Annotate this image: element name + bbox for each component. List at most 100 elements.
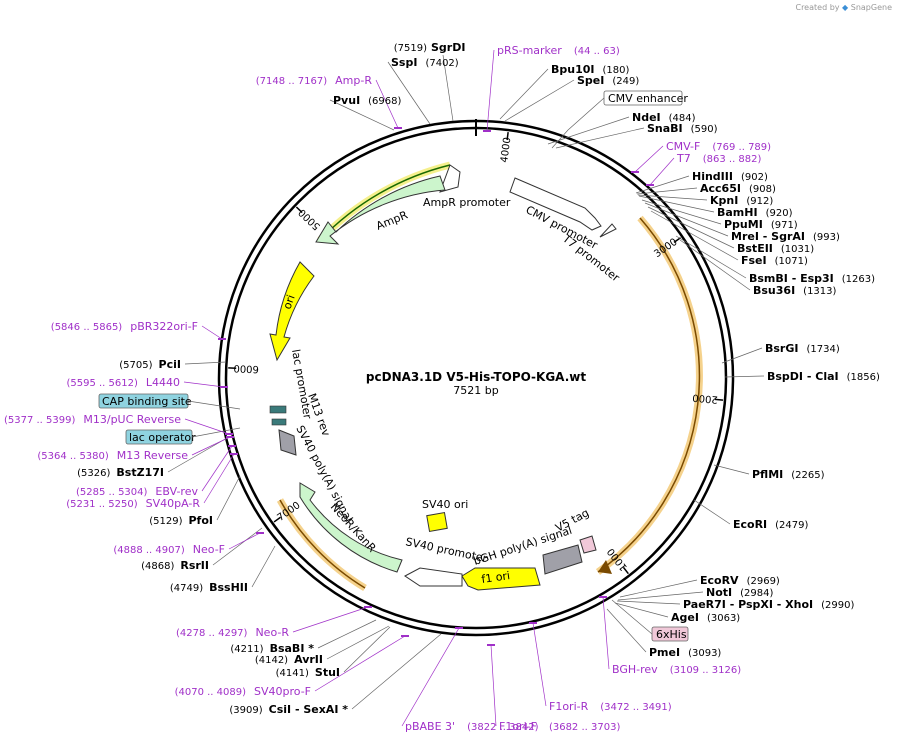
site-name: SnaBI [647, 122, 683, 135]
site-sspi: SspI(7402) [391, 56, 459, 69]
orf-arc [597, 217, 701, 573]
site-name: NotI [706, 586, 732, 599]
ampr-promoter-arrow [439, 164, 461, 193]
tick-7000 [273, 516, 281, 523]
site-pvui: PvuI(6968) [333, 94, 402, 107]
feature-label-amprpromoter: AmpR promoter [423, 196, 511, 209]
site-leader [329, 99, 395, 131]
primer-range: (5377 .. 5399) [4, 415, 76, 426]
site-name: BsmBI - Esp3I [749, 272, 834, 285]
site-leader [679, 239, 751, 291]
site-position: (902) [741, 172, 768, 183]
site-name: BspDI - ClaI [767, 370, 839, 383]
primer-range: (7148 .. 7167) [256, 76, 328, 87]
primer-leader [401, 627, 460, 727]
site-position: (4211) [230, 644, 263, 655]
site-position: (993) [813, 232, 840, 243]
site-leader [216, 475, 241, 521]
leader-lines [167, 49, 765, 727]
primer-leader [292, 606, 369, 633]
primer-name: T7 [676, 152, 691, 165]
site-csii-sexai: CsiI - SexAI *(3909) [229, 703, 348, 716]
site-ppumi: PpuMI(971) [724, 218, 798, 231]
site-position: (920) [766, 208, 793, 219]
primer-name: EBV-rev [155, 485, 198, 498]
primer-range: (5595 .. 5612) [66, 378, 138, 389]
site-leader [619, 579, 698, 598]
boxed-lac-operator-label: lac operator [129, 431, 196, 444]
primer-l4440: L4440(5595 .. 5612) [66, 376, 180, 389]
site-position: (1734) [806, 344, 839, 355]
site-pmei: PmeI(3093) [649, 646, 721, 659]
site-leader [614, 602, 669, 618]
primer-range: (4888 .. 4907) [113, 545, 185, 556]
boxed-lac-operator: lac operator [125, 427, 241, 445]
site-name: BamHI [717, 206, 758, 219]
site-snabi: SnaBI (590) [647, 122, 718, 135]
site-bsabi: BsaBI *(4211) [230, 642, 314, 655]
primer-range: (5285 .. 5304) [76, 487, 148, 498]
site-name: PpuMI [724, 218, 763, 231]
site-name: PfoI [189, 514, 214, 527]
primer-name: Neo-F [193, 543, 225, 556]
ori-arrow [269, 261, 315, 362]
site-pfoi: PfoI(5129) [149, 514, 213, 527]
site-leader [167, 437, 228, 473]
primer-name: BGH-rev [612, 663, 658, 676]
site-leader [713, 464, 750, 475]
site-stui: StuI(4141) [276, 666, 340, 679]
site-leader [641, 199, 722, 225]
site-ndei: NdeI(484) [632, 111, 696, 124]
site-leader [387, 61, 431, 125]
primer-name: pBABE 3' [405, 720, 455, 733]
site-position: (2265) [791, 470, 824, 481]
boxed-6xhis: 6xHis [611, 599, 689, 642]
site-position: (3063) [707, 613, 740, 624]
primer-leader [228, 532, 261, 550]
primer-range: (3682 .. 3703) [549, 722, 621, 733]
credit-brand: SnapGene [850, 3, 892, 12]
primer-pbr322ori-f: pBR322ori-F(5846 .. 5865) [51, 320, 198, 333]
site-leader [616, 600, 681, 605]
site-kpni: KpnI(912) [710, 194, 773, 207]
tick-label-4000: 4000 [499, 137, 513, 164]
site-name: BsrGI [765, 342, 798, 355]
site-bsteii: BstEII(1031) [737, 242, 814, 255]
site-name: Acc65I [700, 182, 741, 195]
site-name: PaeR7I - PspXI - XhoI [683, 598, 813, 611]
primer-range: (3109 .. 3126) [670, 665, 742, 676]
site-leader [636, 187, 698, 195]
site-bspdi-clai: BspDI - ClaI(1856) [767, 370, 880, 383]
site-sgrdi: (7519)SgrDI [394, 41, 466, 54]
site-position: (590) [691, 124, 718, 135]
site-leader [644, 202, 729, 237]
primer-range: (4070 .. 4089) [175, 687, 247, 698]
site-position: (6968) [368, 96, 401, 107]
primer-range: (44 .. 63) [574, 46, 620, 57]
tick-3000 [673, 237, 681, 243]
primer-cmv-f: CMV-F(769 .. 789) [666, 140, 771, 153]
feature-label-v5-tag: V5 tag [553, 506, 591, 534]
orf-arrowhead [598, 560, 612, 574]
primer-range: (3822 .. 3842) [467, 722, 539, 733]
boxed-cap-binding-site: CAP binding site [98, 393, 241, 410]
primer-name: F1ori-F [499, 720, 537, 733]
site-paer7i-pspxi-xhoi: PaeR7I - PspXI - XhoI(2990) [683, 598, 855, 611]
site-leader [617, 591, 704, 601]
site-ecori: EcoRI(2479) [733, 518, 809, 531]
credit: Created by ◆ SnapGene [795, 3, 892, 12]
primer-range: (4278 .. 4297) [176, 628, 248, 639]
site-name: EcoRV [700, 574, 739, 587]
site-name: BssHII [209, 581, 248, 594]
primer-name: pBR322ori-F [130, 320, 198, 333]
site-leader [635, 175, 690, 194]
site-name: FseI [741, 254, 767, 267]
primer-labels: pRS-marker(44 .. 63)Amp-R(7148 .. 7167)C… [4, 44, 771, 733]
primer-leader [201, 445, 233, 492]
primer-f1ori-r: F1ori-R(3472 .. 3491) [549, 700, 672, 713]
map-title: pcDNA3.1D V5-His-TOPO-KGA.wt [366, 370, 586, 384]
primer-name: F1ori-R [549, 700, 589, 713]
site-ecorv: EcoRV(2969) [700, 574, 780, 587]
site-labels: (7519)SgrDISspI(7402)PvuI(6968)Bpu10I(18… [77, 41, 880, 716]
